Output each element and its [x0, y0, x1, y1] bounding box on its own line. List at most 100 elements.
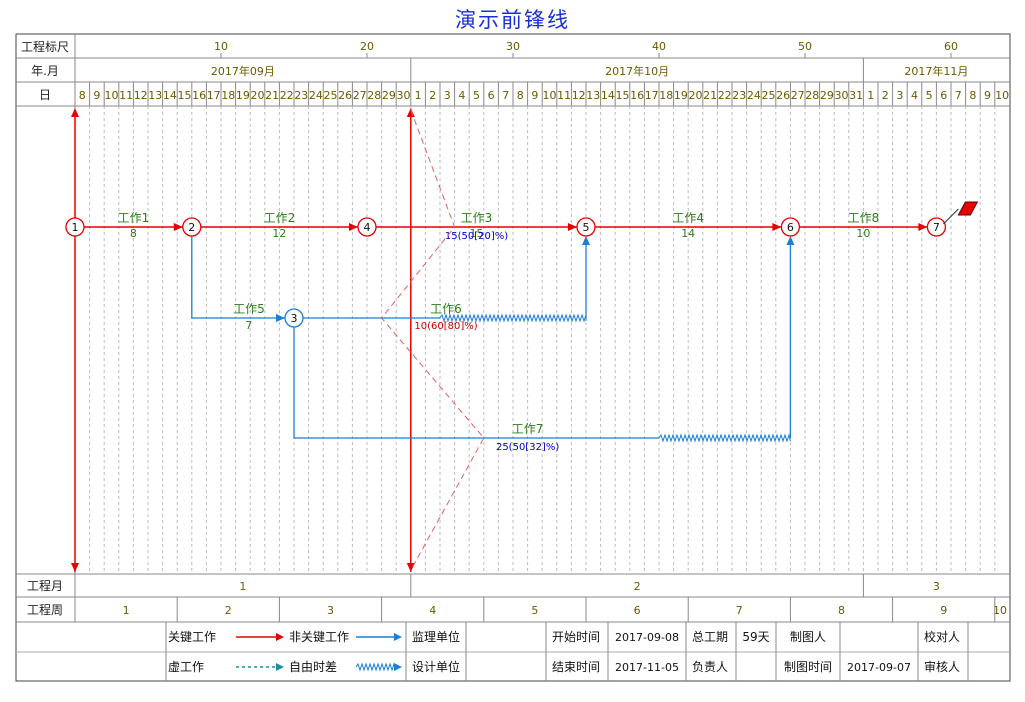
legend-noncritical-arrow — [394, 633, 402, 641]
day-cell: 8 — [517, 89, 524, 102]
page-title: 演示前锋线 — [455, 8, 570, 32]
responsible-label: 负责人 — [692, 660, 728, 674]
axis-arrow-up — [71, 108, 79, 117]
day-cell: 22 — [718, 89, 732, 102]
critical-activity-arrow — [772, 223, 782, 231]
project-week-cell: 7 — [736, 604, 743, 617]
project-week-cell: 3 — [327, 604, 334, 617]
node-circle — [780, 217, 801, 237]
activity-duration-label: 12 — [272, 227, 286, 240]
node-label: 5 — [583, 221, 590, 234]
node-circle — [357, 217, 377, 237]
critical-activity-arrow — [568, 223, 577, 231]
drafter-label: 制图人 — [790, 630, 826, 644]
activity-7-line — [293, 327, 659, 439]
day-cell: 17 — [645, 89, 659, 102]
node-circle — [182, 217, 202, 237]
project-week-cell: 1 — [123, 604, 130, 617]
ruler-tick-label: 50 — [798, 40, 812, 53]
project-month-label: 工程月 — [27, 578, 63, 593]
day-cell: 7 — [502, 89, 509, 102]
day-cell: 10 — [995, 89, 1009, 102]
day-cell: 17 — [207, 89, 221, 102]
project-week-cell: 10 — [993, 604, 1007, 617]
day-cell: 28 — [805, 89, 819, 102]
day-cell: 27 — [353, 89, 367, 102]
ruler-tick-label: 10 — [214, 40, 228, 53]
activity-6-arrow — [582, 236, 590, 245]
design-unit-label: 设计单位 — [412, 659, 460, 674]
day-cell: 5 — [926, 89, 933, 102]
day-cell: 11 — [119, 89, 133, 102]
critical-activity-arrow — [918, 223, 928, 231]
day-cell: 27 — [791, 89, 805, 102]
day-cell: 23 — [294, 89, 308, 102]
day-cell: 24 — [309, 89, 323, 102]
activity-name-label: 工作5 — [233, 302, 265, 316]
activity-name-label: 工作1 — [118, 211, 150, 225]
project-week-cell: 8 — [838, 604, 845, 617]
ruler-label: 工程标尺 — [21, 39, 69, 54]
legend-dummy-arrow — [276, 663, 284, 671]
project-week-label: 工程周 — [27, 602, 63, 617]
activity-progress-label: 10(60[80]%) — [414, 321, 477, 332]
ruler-tick-label: 30 — [506, 40, 520, 53]
day-cell: 12 — [134, 89, 148, 102]
day-cell: 20 — [689, 89, 703, 102]
day-label: 日 — [39, 88, 51, 102]
axis-arrow-down — [406, 563, 415, 572]
activity-7-float-zigzag — [658, 433, 791, 443]
node-label: 4 — [364, 221, 371, 234]
activity-progress-label: 25(50[32]%) — [496, 442, 559, 453]
activity-duration-label: 14 — [681, 227, 695, 240]
month-label: 年.月 — [31, 64, 59, 78]
day-cell: 21 — [703, 89, 717, 102]
total-duration-value: 59天 — [742, 630, 769, 644]
legend-float-zigzag — [355, 662, 397, 672]
node-circle — [926, 217, 947, 237]
axis-arrow-down — [71, 563, 79, 572]
node-label: 7 — [933, 221, 940, 234]
day-cell: 9 — [984, 89, 991, 102]
reviewer-label: 审核人 — [924, 659, 960, 674]
end-flag-icon — [957, 201, 979, 216]
day-cell: 2 — [882, 89, 889, 102]
day-cell: 29 — [382, 89, 396, 102]
draft-time-value: 2017-09-07 — [847, 661, 911, 674]
day-cell: 19 — [674, 89, 688, 102]
activity-name-label: 工作7 — [512, 422, 544, 436]
critical-activity-arrow — [349, 223, 358, 231]
day-cell: 25 — [762, 89, 776, 102]
legend-float-arrow — [394, 663, 402, 671]
project-week-cell: 4 — [429, 604, 436, 617]
end-time-value: 2017-11-05 — [615, 661, 679, 674]
activity-6-float-zigzag — [439, 313, 587, 323]
day-cell: 9 — [531, 89, 538, 102]
axis-arrow-up — [406, 108, 415, 117]
day-cell: 8 — [969, 89, 976, 102]
day-cell: 15 — [178, 89, 192, 102]
supervision-unit-label: 监理单位 — [412, 629, 460, 644]
day-cell: 16 — [192, 89, 206, 102]
activity-name-label: 工作2 — [264, 211, 296, 225]
end-flag-pole — [943, 208, 959, 225]
activity-7-arrow — [786, 236, 795, 245]
ruler-tick-label: 40 — [652, 40, 666, 53]
node-circle — [284, 308, 304, 328]
start-time-value: 2017-09-08 — [615, 631, 679, 644]
critical-activity-arrow — [173, 223, 183, 231]
activity-name-label: 工作4 — [672, 211, 704, 225]
project-month-cell: 3 — [933, 580, 940, 593]
start-time-label: 开始时间 — [552, 630, 600, 644]
project-week-cell: 6 — [634, 604, 641, 617]
day-cell: 15 — [616, 89, 630, 102]
day-cell: 3 — [896, 89, 903, 102]
day-cell: 28 — [367, 89, 381, 102]
day-cell: 26 — [776, 89, 790, 102]
month-cell: 2017年10月 — [605, 64, 669, 78]
activity-duration-label: 15 — [470, 227, 484, 240]
day-cell: 3 — [444, 89, 451, 102]
day-cell: 8 — [79, 89, 86, 102]
activity-progress-label: 15(50[20]%) — [445, 231, 508, 242]
